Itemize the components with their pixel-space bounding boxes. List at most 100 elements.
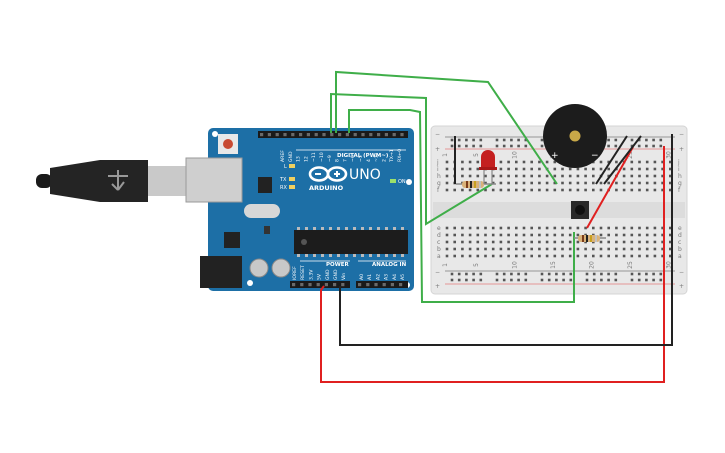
breadboard-hole[interactable] [453,254,456,258]
breadboard-hole[interactable] [515,188,518,192]
header-hole[interactable] [333,283,337,287]
breadboard-hole[interactable] [645,181,649,185]
rail-hole[interactable] [630,272,634,276]
breadboard-hole[interactable] [476,254,480,258]
wire-red-button[interactable] [586,146,634,229]
rail-hole[interactable] [502,278,506,282]
breadboard-hole[interactable] [645,247,649,251]
breadboard-hole[interactable] [592,188,595,192]
breadboard-hole[interactable] [568,226,572,230]
breadboard-hole[interactable] [507,167,510,171]
rail-hole[interactable] [645,272,648,276]
breadboard-hole[interactable] [553,226,557,230]
breadboard-hole[interactable] [476,167,480,171]
breadboard-hole[interactable] [669,247,672,251]
breadboard-hole[interactable] [661,254,664,258]
rail-hole[interactable] [614,144,618,148]
breadboard-hole[interactable] [499,167,503,171]
rail-hole[interactable] [652,272,655,276]
breadboard-hole[interactable] [615,188,618,192]
breadboard-hole[interactable] [630,160,634,164]
rail-hole[interactable] [479,138,483,142]
rail-hole[interactable] [585,272,589,276]
breadboard-hole[interactable] [468,188,472,192]
breadboard-hole[interactable] [599,247,603,251]
breadboard-hole[interactable] [661,160,664,164]
breadboard-hole[interactable] [515,247,518,251]
breadboard-hole[interactable] [499,181,503,185]
breadboard-hole[interactable] [599,240,603,244]
breadboard-hole[interactable] [561,181,564,185]
header-hole[interactable] [338,133,342,137]
breadboard-hole[interactable] [476,240,480,244]
breadboard-hole[interactable] [545,174,549,178]
header-hole[interactable] [308,283,312,287]
breadboard-hole[interactable] [622,233,626,237]
breadboard-hole[interactable] [669,174,672,178]
breadboard-hole[interactable] [507,233,510,237]
breadboard-hole[interactable] [592,247,595,251]
breadboard-hole[interactable] [630,174,634,178]
breadboard-hole[interactable] [615,240,618,244]
breadboard-hole[interactable] [615,254,618,258]
rail-hole[interactable] [652,278,655,282]
breadboard-hole[interactable] [515,167,518,171]
breadboard-hole[interactable] [553,167,557,171]
usb-cable[interactable] [36,160,186,202]
breadboard-hole[interactable] [630,233,634,237]
rail-hole[interactable] [472,272,475,276]
breadboard-hole[interactable] [468,247,472,251]
breadboard-hole[interactable] [599,181,603,185]
breadboard-hole[interactable] [530,254,533,258]
breadboard-hole[interactable] [584,254,587,258]
breadboard-hole[interactable] [592,226,595,230]
breadboard-hole[interactable] [445,240,449,244]
breadboard-hole[interactable] [522,160,526,164]
rail-hole[interactable] [472,278,475,282]
breadboard-hole[interactable] [638,160,641,164]
breadboard-hole[interactable] [445,160,449,164]
breadboard-hole[interactable] [568,188,572,192]
breadboard-hole[interactable] [645,160,649,164]
breadboard-hole[interactable] [661,188,664,192]
rail-hole[interactable] [555,278,558,282]
breadboard-hole[interactable] [568,181,572,185]
rail-hole[interactable] [592,272,596,276]
rail-hole[interactable] [637,144,641,148]
header-hole[interactable] [283,133,287,137]
header-hole[interactable] [291,133,295,137]
breadboard-hole[interactable] [630,247,634,251]
header-hole[interactable] [374,283,378,287]
breadboard-hole[interactable] [530,181,533,185]
breadboard-hole[interactable] [561,167,564,171]
breadboard-hole[interactable] [645,233,649,237]
rail-hole[interactable] [592,278,596,282]
breadboard-hole[interactable] [499,254,503,258]
header-hole[interactable] [345,133,349,137]
breadboard-hole[interactable] [669,181,672,185]
rail-hole[interactable] [495,278,499,282]
rail-hole[interactable] [645,278,648,282]
breadboard-hole[interactable] [530,167,533,171]
breadboard-hole[interactable] [484,247,487,251]
breadboard-hole[interactable] [530,247,533,251]
breadboard-hole[interactable] [553,233,557,237]
breadboard-hole[interactable] [661,240,664,244]
breadboard-hole[interactable] [661,247,664,251]
breadboard-hole[interactable] [630,181,634,185]
breadboard-hole[interactable] [653,181,657,185]
rail-hole[interactable] [652,138,655,142]
breadboard-hole[interactable] [653,160,657,164]
breadboard-hole[interactable] [630,167,634,171]
wire-green-pin7[interactable] [348,109,575,303]
breadboard-hole[interactable] [553,181,557,185]
rail-hole[interactable] [457,144,461,148]
rail-hole[interactable] [495,272,499,276]
breadboard-hole[interactable] [576,233,580,237]
rail-hole[interactable] [637,138,641,142]
rail-hole[interactable] [465,272,468,276]
breadboard-hole[interactable] [645,240,649,244]
breadboard-hole[interactable] [669,160,672,164]
breadboard-hole[interactable] [653,254,657,258]
